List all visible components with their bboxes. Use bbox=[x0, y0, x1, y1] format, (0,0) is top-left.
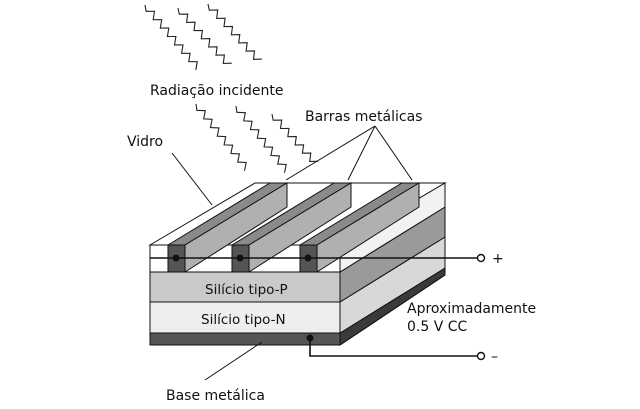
leader-metal-bar-3 bbox=[374, 125, 413, 181]
voltage-label-line2: 0.5 V CC bbox=[407, 319, 468, 335]
leader-metal-bar-2 bbox=[347, 125, 376, 181]
metal-bar-1 bbox=[166, 182, 289, 273]
radiation-wave-1 bbox=[144, 4, 198, 71]
radiation-wave-2 bbox=[177, 7, 232, 64]
radiation-wave-4 bbox=[195, 103, 247, 171]
leader-metal-bar-1 bbox=[285, 125, 376, 181]
positive-terminal bbox=[476, 253, 486, 263]
contact-dot bbox=[304, 254, 312, 262]
p-silicon-layer bbox=[149, 206, 446, 303]
p-silicon-label: Silício tipo-P bbox=[205, 282, 288, 298]
radiation-waves bbox=[144, 3, 319, 173]
leader-lines bbox=[171, 125, 413, 381]
radiation-wave-6 bbox=[271, 113, 319, 162]
negative-wire bbox=[306, 334, 486, 361]
contact-dot bbox=[172, 254, 180, 262]
contact-dot bbox=[306, 334, 314, 342]
glass-label: Vidro bbox=[127, 134, 163, 150]
radiation-wave-5 bbox=[235, 105, 287, 173]
contact-dot bbox=[236, 254, 244, 262]
metal-bars-label: Barras metálicas bbox=[305, 109, 422, 125]
plus-sign: + bbox=[492, 251, 504, 267]
base-label: Base metálica bbox=[166, 388, 265, 404]
metal-bars bbox=[166, 182, 421, 273]
negative-terminal bbox=[476, 351, 486, 361]
radiation-label: Radiação incidente bbox=[150, 83, 283, 99]
leader-base bbox=[204, 341, 263, 381]
voltage-label-line1: Aproximadamente bbox=[407, 301, 536, 317]
positive-wire bbox=[150, 253, 486, 263]
radiation-wave-3 bbox=[207, 3, 262, 60]
minus-sign: – bbox=[491, 349, 498, 365]
leader-glass bbox=[171, 152, 213, 206]
metal-bar-3 bbox=[298, 182, 421, 273]
n-silicon-label: Silício tipo-N bbox=[201, 312, 286, 328]
